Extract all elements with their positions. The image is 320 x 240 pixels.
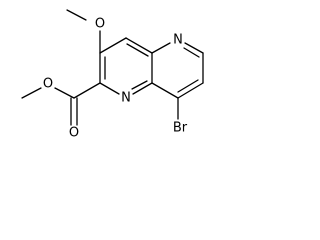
bond-n5-c6-inner bbox=[183, 47, 200, 58]
bond-c7-c8 bbox=[177, 82, 204, 99]
bond-methyl-methoxy bbox=[66, 9, 87, 21]
bond-n1-c2 bbox=[99, 82, 120, 95]
chemical-structure: O N N O O Br bbox=[21, 9, 204, 141]
bond-c4-c4a bbox=[125, 37, 153, 54]
atom-label-methoxy-oxygen: O bbox=[95, 17, 105, 32]
bond-c4a-n5 bbox=[151, 42, 171, 54]
bond-carbonyl-c-ester-o bbox=[54, 87, 75, 99]
bond-c8a-n1-inner bbox=[131, 80, 148, 90]
atom-label-ring-nitrogen-middle: N bbox=[121, 91, 131, 106]
atom-label-ring-nitrogen-top: N bbox=[173, 33, 183, 48]
bond-c4-c4a-inner bbox=[126, 43, 149, 57]
bond-c8a-n1 bbox=[132, 82, 153, 95]
atom-label-bromine: Br bbox=[173, 121, 188, 136]
atom-label-carbonyl-oxygen: O bbox=[69, 126, 79, 141]
bond-ester-o-methyl bbox=[21, 87, 42, 99]
bond-c2-carbonyl-c bbox=[73, 82, 101, 99]
bond-c7-c8-inner bbox=[177, 79, 199, 93]
bond-c3-c4 bbox=[99, 37, 127, 54]
bond-n5-c6 bbox=[184, 42, 204, 54]
bond-c8-c8a bbox=[151, 82, 179, 99]
atom-label-ester-oxygen: O bbox=[43, 77, 53, 92]
